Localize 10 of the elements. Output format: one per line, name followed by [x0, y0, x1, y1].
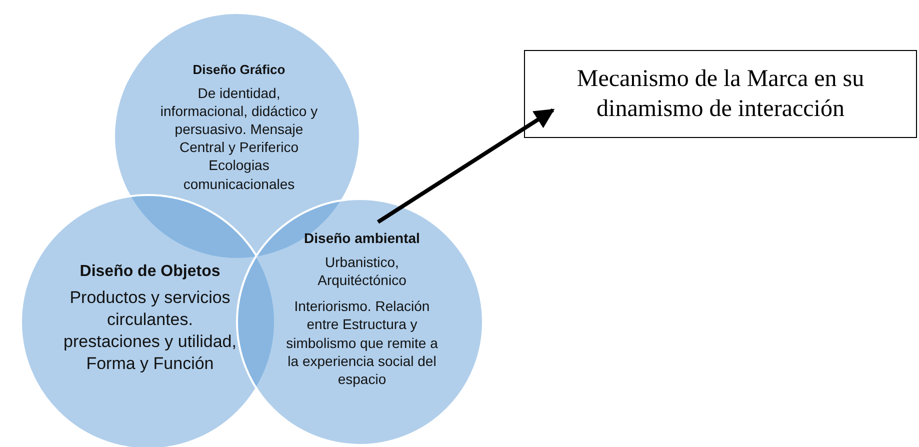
text-box: [524, 50, 917, 138]
arrow: [376, 108, 555, 224]
box-text: Mecanismo de la Marca en su dinamismo de interacción: [576, 65, 866, 124]
circle-text: De identidad, informacional, didáctico y persuasivo. Mensaje Central y Periferico Ecologias comunicacionales: [159, 84, 319, 193]
circle-text: Urbanistico, Arquitéctónico: [316, 252, 408, 290]
circle-heading: Diseño de Objetos: [80, 262, 220, 282]
circle-heading: Diseño ambiental: [304, 230, 420, 247]
circle-heading: Diseño Gráfico: [192, 62, 286, 78]
circle-text: Productos y servicios circulantes. prestaciones y utilidad, Forma y Función: [62, 287, 238, 376]
circle-text: Interiorismo. Relación entre Estructura y simbolismo que remite a la experiencia social del espacio: [285, 297, 439, 388]
